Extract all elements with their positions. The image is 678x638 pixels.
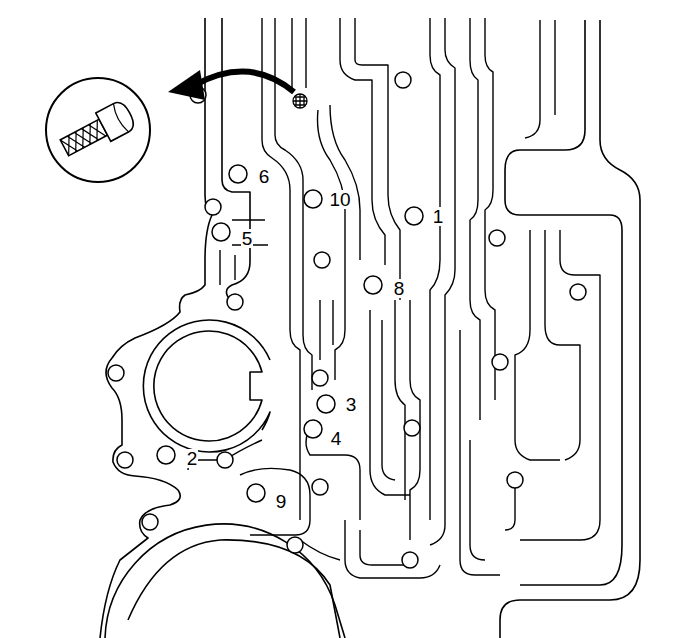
fluid-passages [188, 18, 600, 578]
callout-number: 9 [275, 492, 288, 511]
callout-number: 10 [328, 190, 351, 209]
callout-number: 8 [393, 279, 406, 298]
bolt-inset [46, 78, 150, 182]
callout-number: 1 [432, 207, 445, 226]
callout-number: 6 [258, 167, 271, 186]
pointer-arrow [168, 70, 294, 100]
locator-mark [293, 94, 307, 108]
callout-number: 3 [345, 395, 358, 414]
callout-number: 2 [186, 449, 199, 468]
gasket-outline [100, 18, 640, 638]
callout-number: 5 [241, 229, 254, 248]
bolt-holes [108, 72, 586, 568]
numbered-holes [157, 165, 423, 502]
callout-number: 4 [330, 429, 343, 448]
